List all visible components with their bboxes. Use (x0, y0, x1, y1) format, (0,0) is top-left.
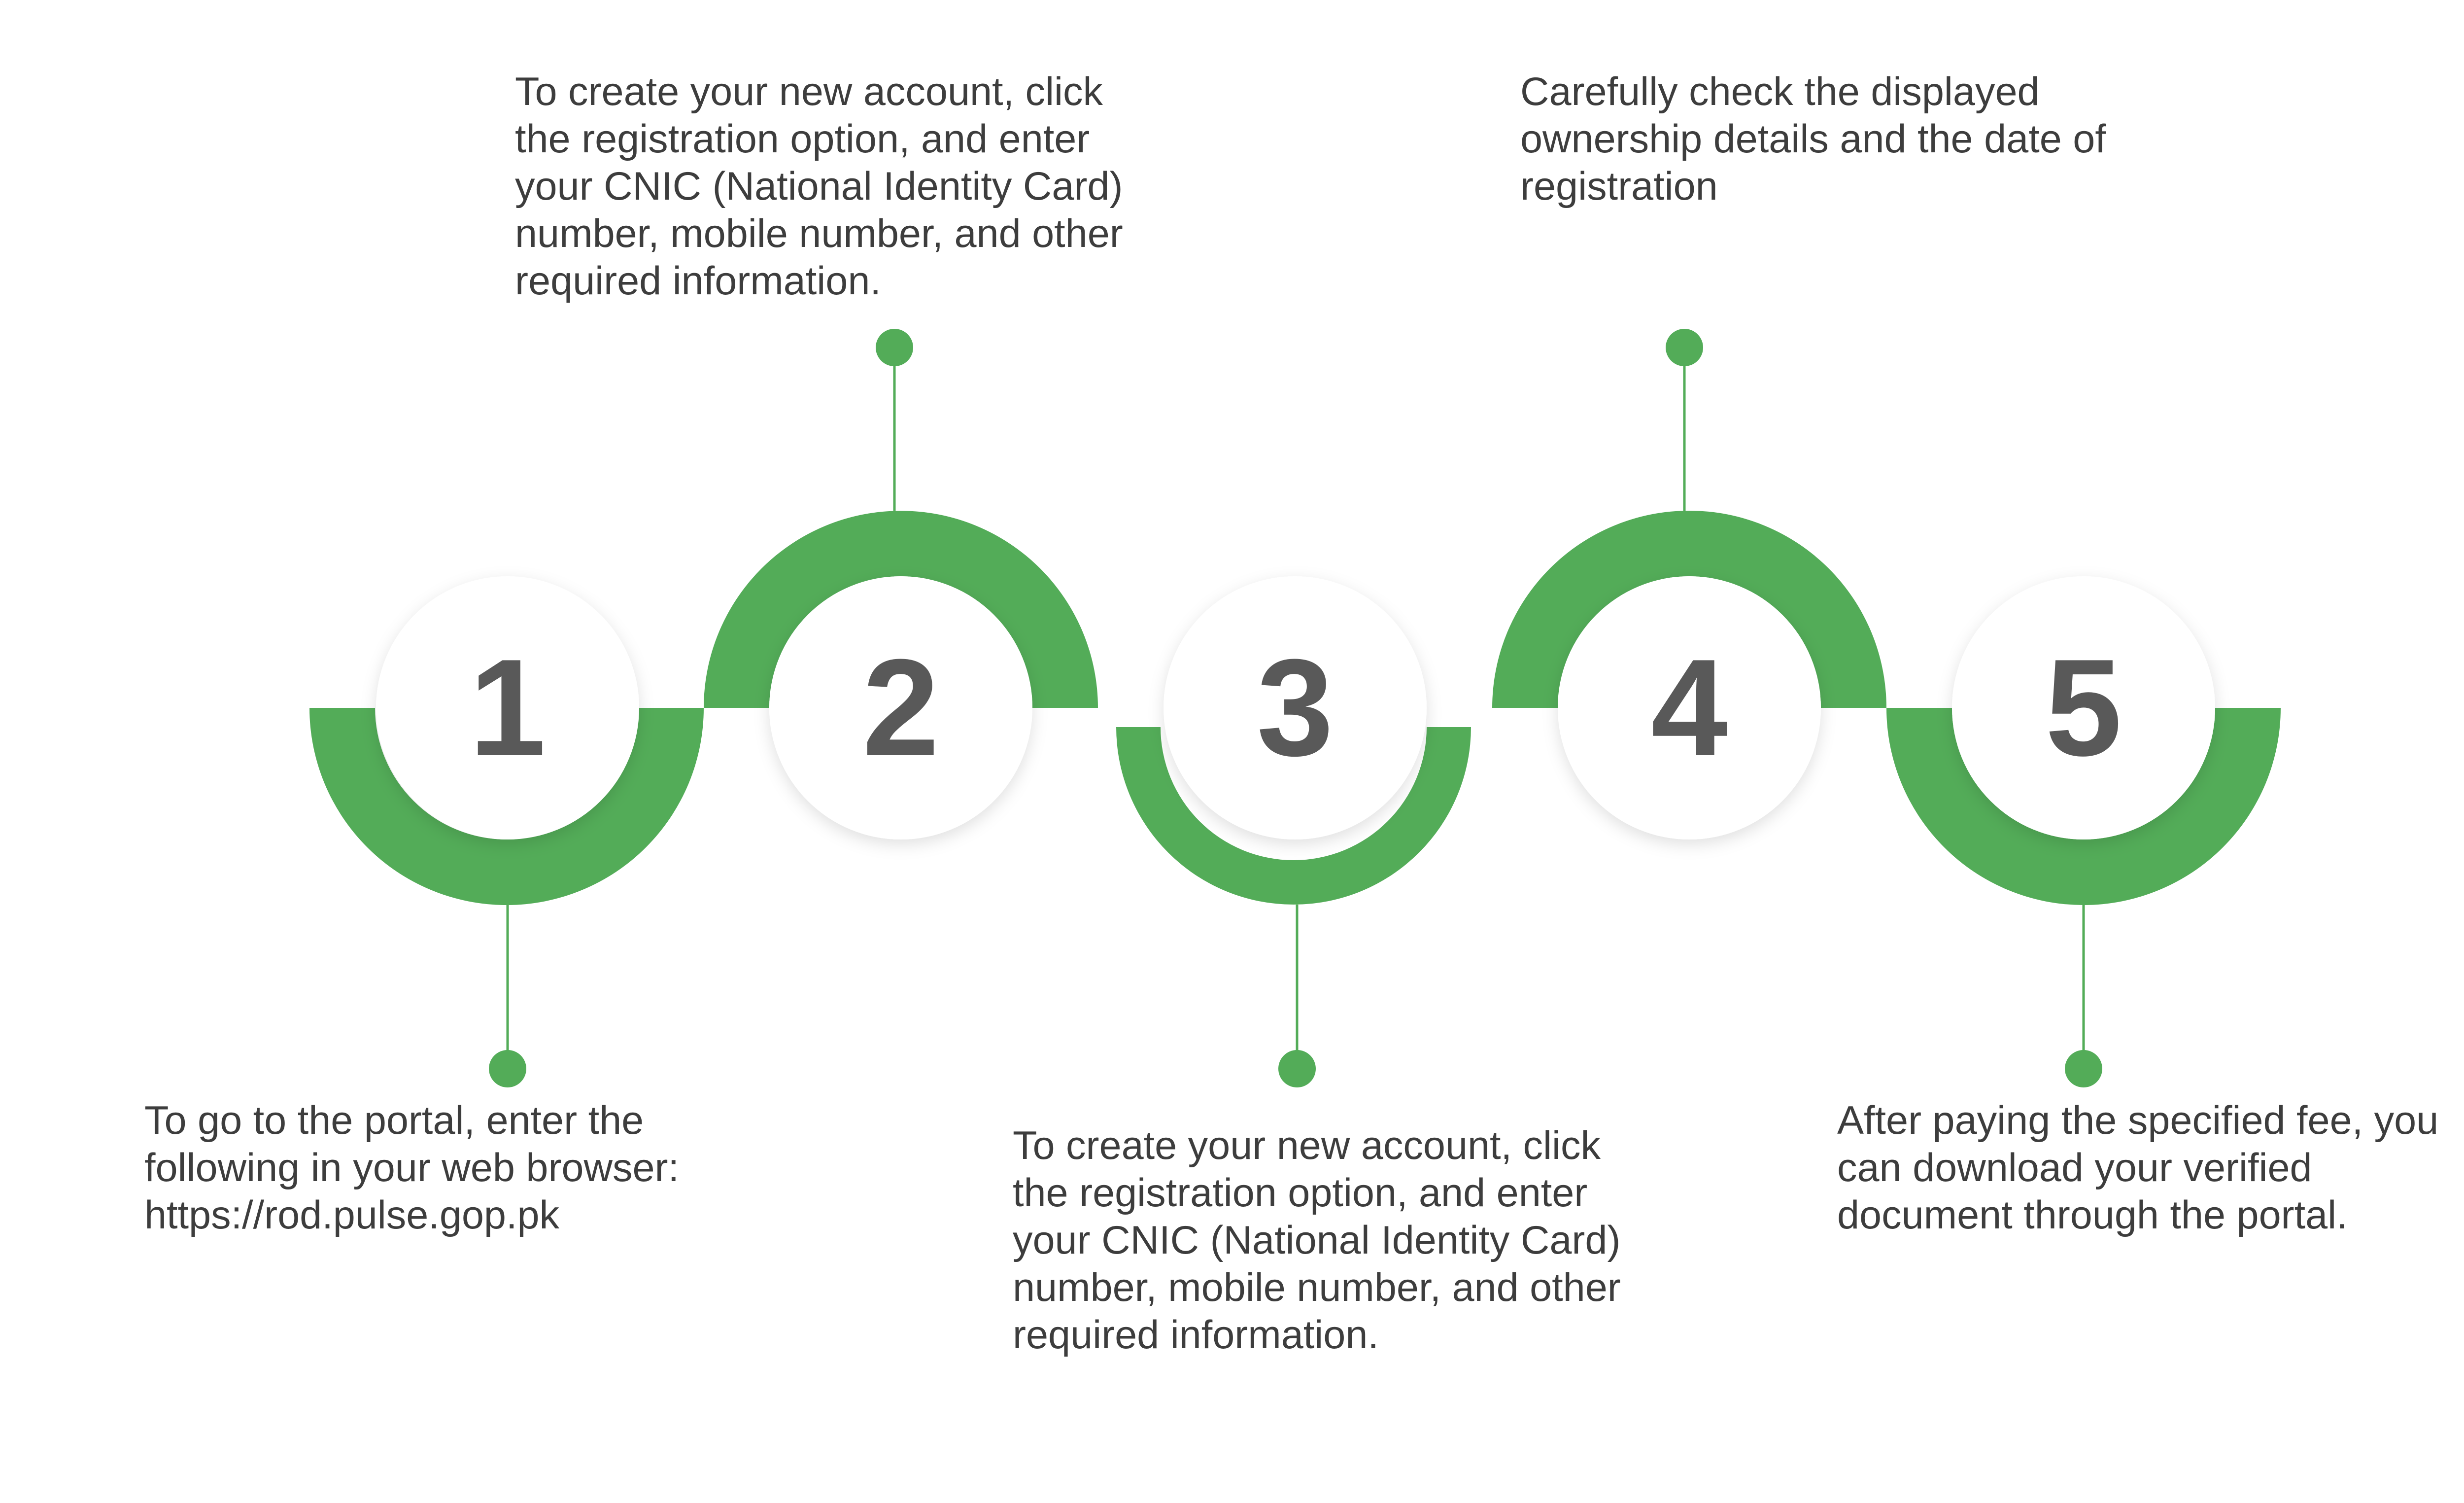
step-3-number: 3 (1257, 631, 1334, 785)
step-4-ring (1492, 511, 1886, 708)
step-1-description: To go to the portal, enter the following… (144, 1098, 679, 1237)
step-5-dot (2065, 1050, 2102, 1087)
step-2-dot (876, 329, 913, 366)
step-3-dot (1278, 1050, 1316, 1087)
step-1-ring (309, 708, 704, 905)
step-4-circle (1558, 576, 1821, 839)
step-2-description: To create your new account, click the re… (515, 70, 1123, 303)
step-1-circle (376, 576, 639, 839)
step-1-dot (489, 1050, 526, 1087)
step-3-circle (1164, 576, 1427, 839)
step-4-description: Carefully check the displayed ownership … (1520, 70, 2106, 209)
step-3-description: To create your new account, click the re… (1013, 1123, 1621, 1357)
step-5-description: After paying the specified fee, you can … (1837, 1098, 2439, 1237)
step-2-circle (769, 576, 1032, 839)
step-1-number: 1 (469, 631, 546, 785)
step-5-ring (1886, 708, 2281, 905)
step-5-number: 5 (2045, 631, 2122, 785)
step-4-dot (1666, 329, 1703, 366)
step-3-ring (1116, 727, 1471, 905)
step-5-circle (1952, 576, 2215, 839)
step-2-ring (704, 511, 1098, 708)
step-2-number: 2 (862, 631, 939, 785)
step-4-number: 4 (1651, 631, 1729, 785)
